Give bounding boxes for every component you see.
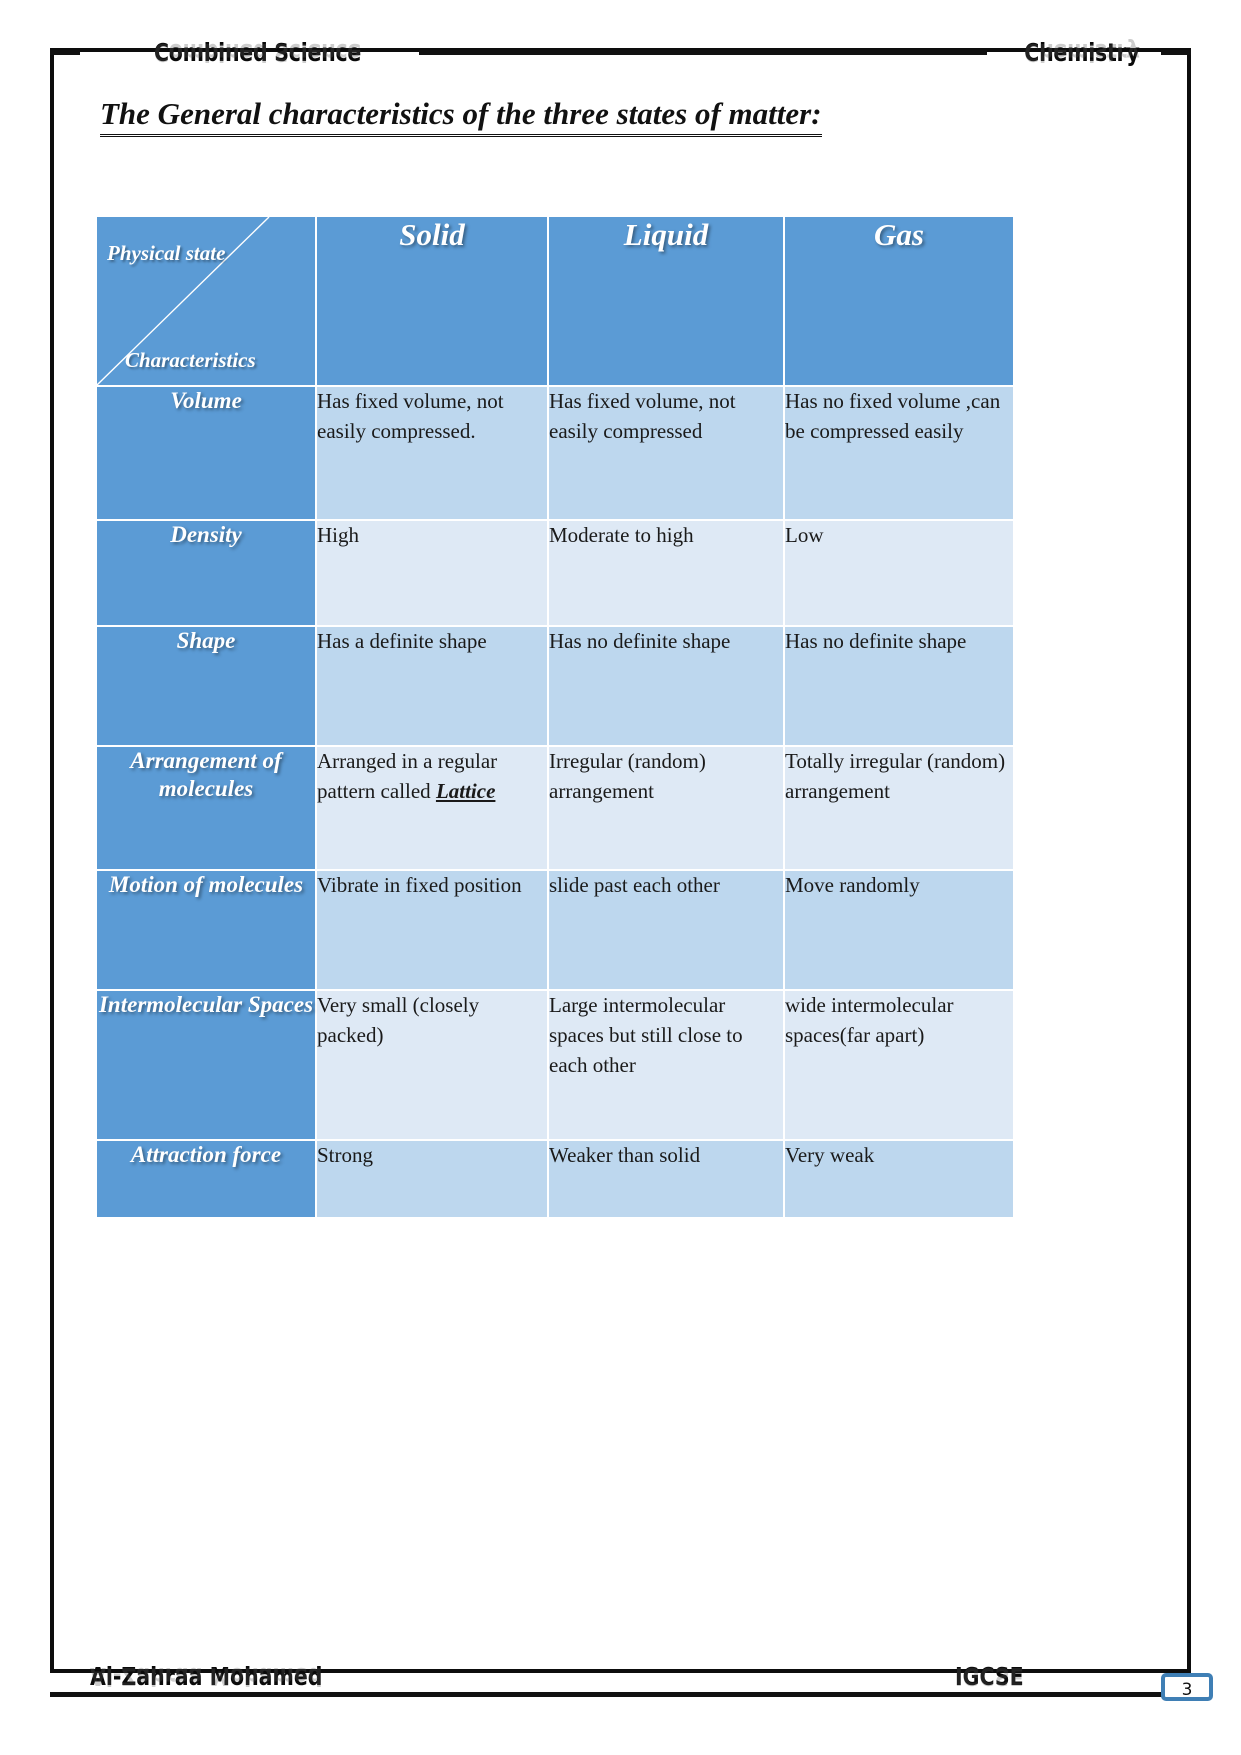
table-row: Arrangement of molecules Arranged in a r… — [97, 747, 1013, 869]
cell-attraction-gas: Very weak — [785, 1141, 1013, 1217]
cell-attraction-solid: Strong — [317, 1141, 547, 1217]
cell-shape-gas: Has no definite shape — [785, 627, 1013, 745]
cell-motion-solid: Vibrate in fixed position — [317, 871, 547, 989]
cell-volume-liquid: Has fixed volume, not easily compressed — [549, 387, 783, 519]
cell-spaces-gas: wide intermolecular spaces(far apart) — [785, 991, 1013, 1139]
footer-author: Al-Zahraa Mohamed — [90, 1662, 322, 1691]
header-subject-left: Combined Science — [154, 38, 361, 67]
cell-volume-gas: Has no fixed volume ,can be compressed e… — [785, 387, 1013, 519]
cell-arrangement-solid: Arranged in a regular pattern called Lat… — [317, 747, 547, 869]
row-header-shape: Shape — [97, 627, 315, 745]
cell-motion-liquid: slide past each other — [549, 871, 783, 989]
footer-course: IGCSE — [955, 1662, 1024, 1691]
row-header-density: Density — [97, 521, 315, 625]
header-subject-right: Chemistry — [1024, 38, 1139, 67]
column-header-solid: Solid — [317, 217, 547, 385]
cell-density-solid: High — [317, 521, 547, 625]
states-of-matter-table: Physical state Characteristics Solid Liq… — [95, 215, 1015, 1219]
table-row: Shape Has a definite shape Has no defini… — [97, 627, 1013, 745]
page-header: Combined Science Chemistry — [50, 30, 1191, 74]
table-row: Motion of molecules Vibrate in fixed pos… — [97, 871, 1013, 989]
row-header-arrangement-of-molecules: Arrangement of molecules — [97, 747, 315, 869]
column-header-gas: Gas — [785, 217, 1013, 385]
cell-arrangement-solid-text: Arranged in a regular pattern called — [317, 749, 498, 803]
lattice-emphasis: Lattice — [435, 778, 496, 803]
column-header-liquid: Liquid — [549, 217, 783, 385]
table-header-row: Physical state Characteristics Solid Liq… — [97, 217, 1013, 385]
table-row: Density High Moderate to high Low — [97, 521, 1013, 625]
table-corner-cell: Physical state Characteristics — [97, 217, 315, 385]
header-rule-right-stub — [1161, 49, 1191, 55]
header-rule-middle — [418, 49, 987, 55]
row-header-attraction-force: Attraction force — [97, 1141, 315, 1217]
row-header-intermolecular-spaces: Intermolecular Spaces — [97, 991, 315, 1139]
table-row: Volume Has fixed volume, not easily comp… — [97, 387, 1013, 519]
table-row: Intermolecular Spaces Very small (closel… — [97, 991, 1013, 1139]
corner-label-physical-state: Physical state — [107, 241, 226, 265]
header-rule-left-stub — [50, 49, 80, 55]
cell-arrangement-gas: Totally irregular (random) arrangement — [785, 747, 1013, 869]
page-footer: Al-Zahraa Mohamed IGCSE — [50, 1651, 1191, 1697]
cell-density-gas: Low — [785, 521, 1013, 625]
cell-shape-liquid: Has no definite shape — [549, 627, 783, 745]
cell-spaces-solid: Very small (closely packed) — [317, 991, 547, 1139]
page-number-badge: 3 — [1161, 1673, 1213, 1701]
footer-rule — [50, 1692, 1191, 1697]
cell-shape-solid: Has a definite shape — [317, 627, 547, 745]
cell-spaces-liquid: Large intermolecular spaces but still cl… — [549, 991, 783, 1139]
row-header-motion-of-molecules: Motion of molecules — [97, 871, 315, 989]
table-row: Attraction force Strong Weaker than soli… — [97, 1141, 1013, 1217]
row-header-volume: Volume — [97, 387, 315, 519]
cell-volume-solid: Has fixed volume, not easily compressed. — [317, 387, 547, 519]
cell-density-liquid: Moderate to high — [549, 521, 783, 625]
cell-motion-gas: Move randomly — [785, 871, 1013, 989]
page-title: The General characteristics of the three… — [100, 96, 822, 137]
cell-arrangement-liquid: Irregular (random) arrangement — [549, 747, 783, 869]
cell-attraction-liquid: Weaker than solid — [549, 1141, 783, 1217]
corner-label-characteristics: Characteristics — [125, 348, 256, 372]
